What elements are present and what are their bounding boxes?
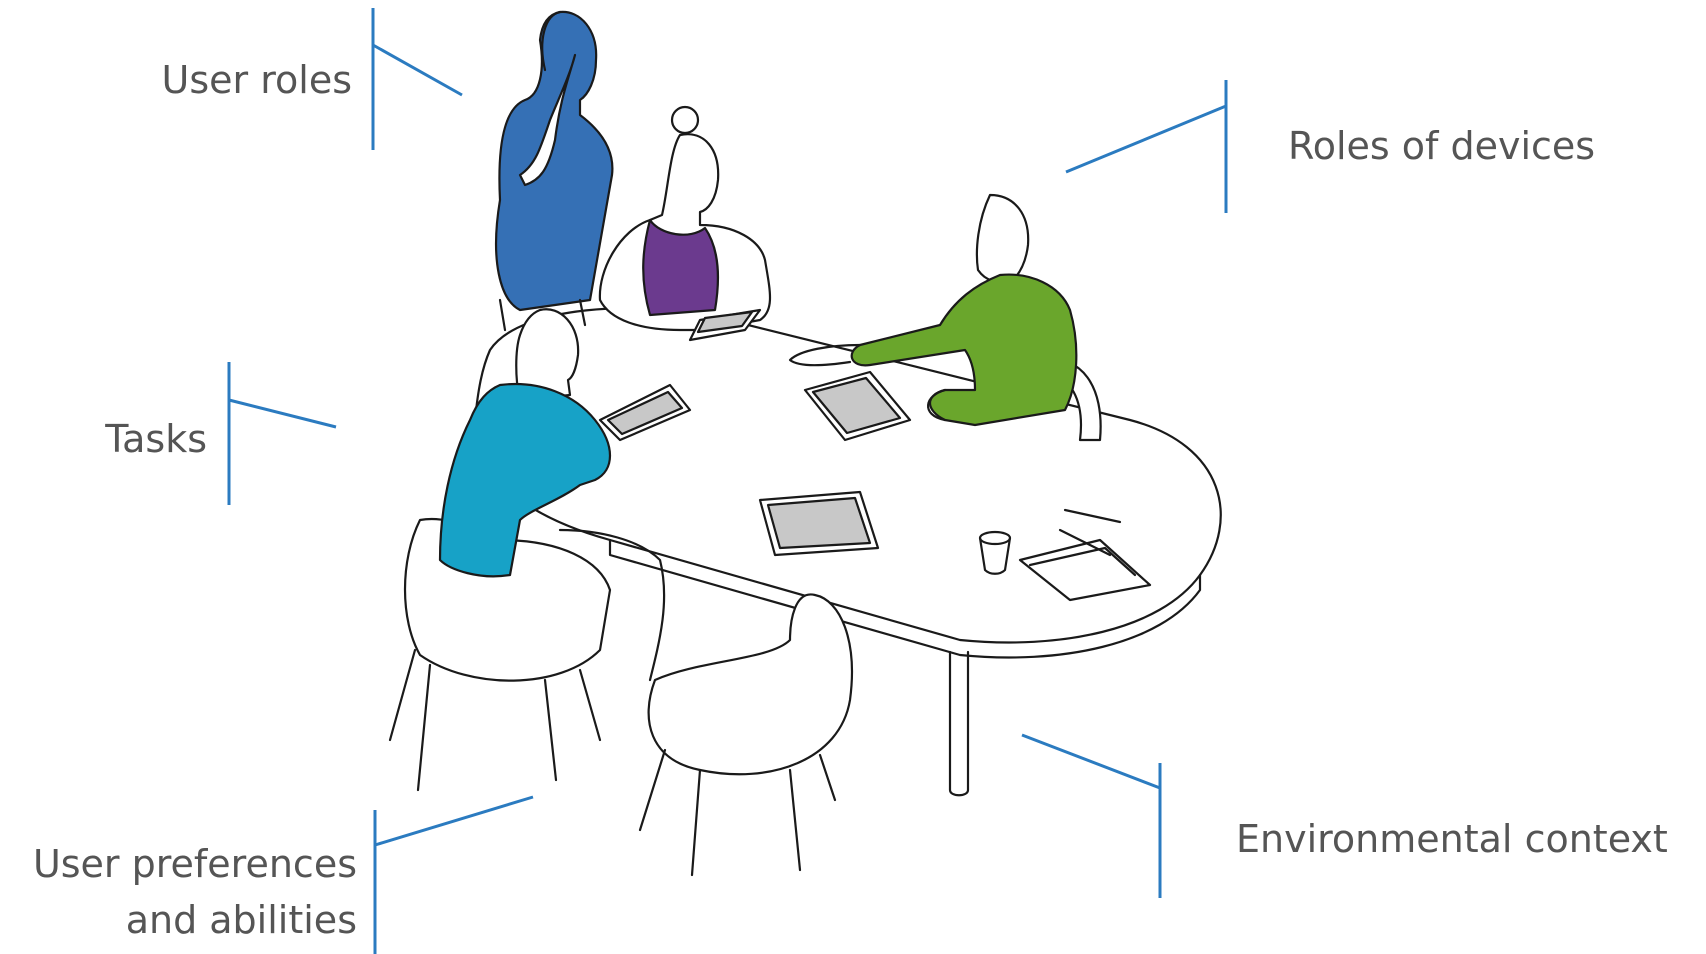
person-standing [494, 10, 614, 332]
label-user-preferences-line2: and abilities [125, 898, 357, 942]
callout-env [1021, 733, 1162, 898]
papers [1018, 508, 1152, 602]
person-seated-back [598, 105, 772, 342]
callout-tasks [227, 362, 337, 505]
label-user-preferences-line1: User preferences [32, 842, 357, 886]
callout-devices [1065, 80, 1228, 213]
tablet-device [803, 370, 912, 442]
cup [978, 530, 1012, 575]
label-user-preferences: User preferences and abilities [0, 836, 357, 948]
callout-prefs [373, 795, 534, 954]
person-front [438, 308, 692, 682]
label-roles-of-devices: Roles of devices [1288, 124, 1596, 168]
chair [638, 593, 854, 877]
label-environmental-context: Environmental context [1236, 817, 1668, 861]
person-right [788, 193, 1078, 427]
label-user-roles: User roles [161, 58, 352, 102]
label-tasks: Tasks [105, 417, 207, 461]
callout-user-roles [371, 8, 463, 150]
tablet-device [758, 490, 880, 557]
